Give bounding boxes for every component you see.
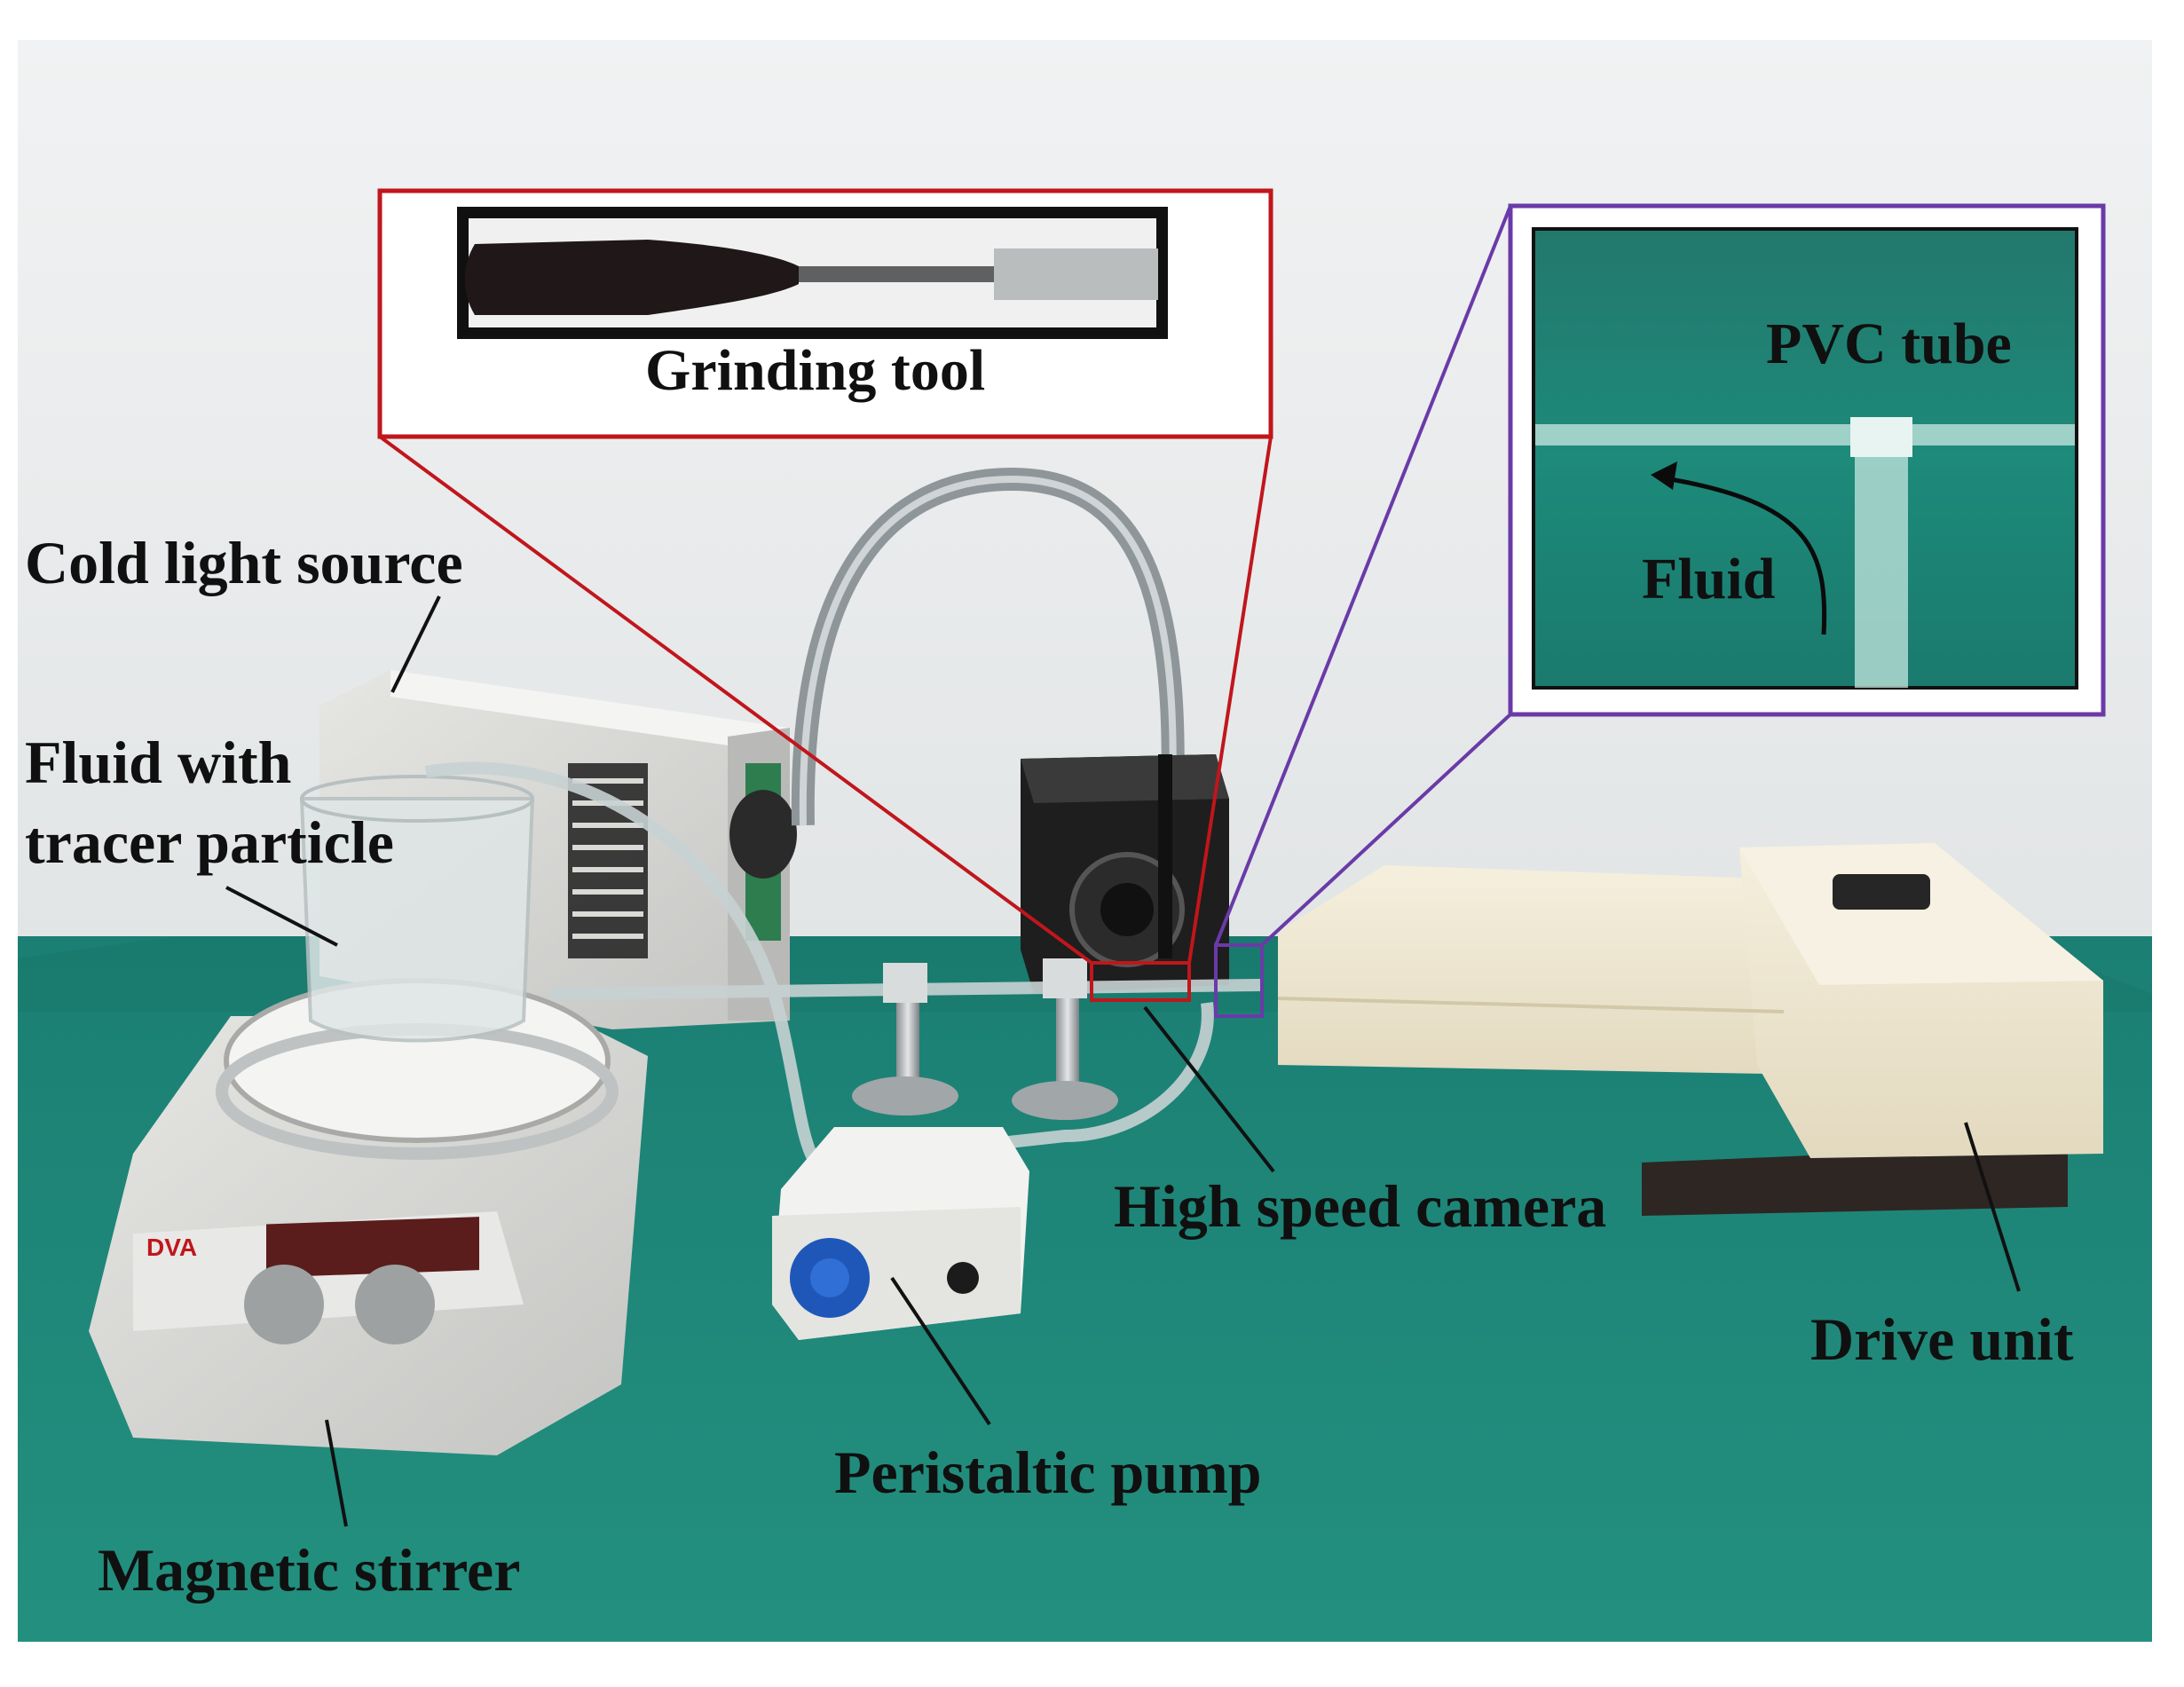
fluid-with-tracer-label-line2: tracer particle	[25, 808, 394, 876]
grinding-zoom-line-left	[378, 435, 1093, 965]
grinding-tool-highlight-box	[1090, 961, 1191, 1002]
pvc-tube-highlight-box	[1214, 943, 1264, 1018]
tube-stands	[852, 958, 1118, 1120]
beaker	[299, 775, 535, 1043]
svg-text:DVA: DVA	[146, 1234, 197, 1261]
high-speed-camera-label: High speed camera	[1114, 1172, 1607, 1240]
grinding-zoom-line-right	[1187, 436, 1273, 964]
grinding-tool-label: Grinding tool	[645, 338, 986, 403]
drive-unit-label: Drive unit	[1810, 1305, 2074, 1373]
fluid-label: Fluid	[1642, 547, 1776, 611]
fluid-with-tracer-label-line1: Fluid with	[25, 729, 292, 796]
tube-zoom-line-bottom	[1260, 713, 1512, 947]
tube-zoom-line-top	[1214, 205, 1512, 946]
high-speed-camera	[1021, 754, 1229, 994]
cold-light-source-label: Cold light source	[25, 529, 463, 596]
pvc-tube-label: PVC tube	[1766, 311, 2012, 376]
drive-unit	[1277, 843, 2103, 1216]
pvc-tube-inset	[1508, 203, 2106, 717]
fluid-arrow	[1659, 475, 1827, 635]
peristaltic-pump	[772, 1127, 1029, 1340]
magnetic-stirrer-label: Magnetic stirrer	[98, 1536, 521, 1604]
peristaltic-pump-label: Peristaltic pump	[834, 1439, 1262, 1506]
grinding-tool-inset	[377, 188, 1273, 439]
leader-lines	[225, 595, 2021, 1527]
